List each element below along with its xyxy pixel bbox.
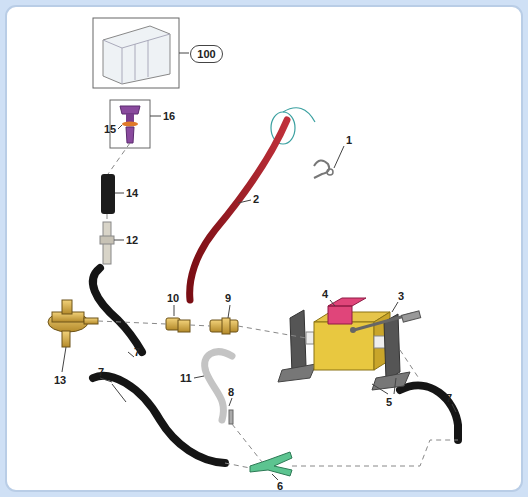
callout-number: 7: [98, 366, 104, 378]
callout-number: 5: [386, 396, 392, 408]
callout-number: 12: [126, 234, 138, 246]
callout-number: 14: [126, 187, 138, 199]
callout-number: 3: [398, 290, 404, 302]
callout-number: 100: [191, 48, 222, 60]
callout-number: 15: [104, 123, 116, 135]
callout-number: 13: [54, 374, 66, 386]
callout-pill: 100: [190, 45, 223, 63]
callout-number: 4: [322, 288, 328, 300]
callout-number: 9: [225, 292, 231, 304]
callout-number: 16: [163, 110, 175, 122]
callout-number: 7: [134, 346, 140, 358]
callout-number: 6: [277, 480, 283, 492]
callout-number: 11: [180, 372, 192, 384]
callout-number: 1: [346, 134, 352, 146]
callout-number: 8: [228, 386, 234, 398]
callout-number: 2: [253, 193, 259, 205]
callout-number: 7: [446, 392, 452, 404]
callout-number: 10: [167, 292, 179, 304]
